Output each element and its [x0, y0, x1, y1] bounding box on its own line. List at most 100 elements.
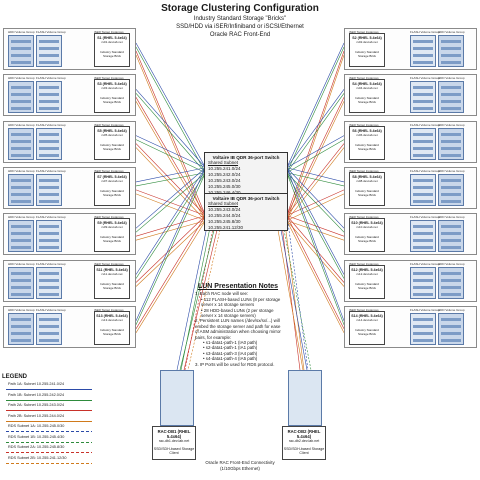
server-host: rs03.dev.lab.net: [101, 86, 123, 91]
disk-slot: [11, 285, 31, 289]
server-host: rs07.dev.lab.net: [101, 178, 123, 183]
switch-ip: 10.255.245.8/30: [208, 219, 241, 224]
disk-slot: [413, 178, 433, 182]
ib-path-line: [287, 135, 345, 168]
disk-slot: [11, 185, 31, 189]
server-host: rs11.dev.lab.net: [101, 271, 123, 276]
disk-slot: [413, 338, 433, 342]
ib-path-line: [135, 173, 205, 233]
server-host: rs08.dev.lab.net: [356, 178, 378, 183]
switch-ip: 10.255.243.0/24: [208, 207, 241, 212]
disk-slot: [39, 132, 59, 136]
disk-slot: [11, 232, 31, 236]
group-label-flash: FLASH Volume Group: [410, 168, 440, 173]
server-role: Industry Standard Storage Brick: [100, 142, 124, 151]
disk-slot: [39, 40, 59, 43]
disk-slot: [413, 331, 433, 335]
disk-slot: [39, 93, 59, 97]
disk-slot: [413, 146, 433, 150]
lun-note: • s4-data1-path-4 (IA5 path): [203, 356, 258, 362]
disk-slot: [39, 324, 59, 328]
ib-path-line: [135, 172, 205, 187]
legend-line-swatch: [6, 441, 92, 443]
group-label-iser: iSER Target Instances: [94, 215, 124, 220]
legend-item: RDS Subnet 1A: 10.255.245.0/30: [2, 424, 94, 435]
server-name: S11 (RHEL 5.4x64): [96, 267, 128, 272]
ib-switch-1: Voltaire IB QDR 36-port Switch Shared Su…: [204, 152, 288, 197]
group-label-flash: FLASH Volume Group: [36, 122, 66, 127]
hdd-volume-group: [8, 127, 34, 160]
server-role: Industry Standard Storage Brick: [355, 281, 379, 290]
rac-path-line: [283, 192, 309, 371]
switch-subnet: Shared Subnet: [208, 201, 239, 206]
ib-path-line: [287, 189, 345, 216]
disk-slot: [11, 324, 31, 328]
lun-presentation-notes: LUN Presentation Notes 1. Each RAC node …: [195, 283, 281, 367]
hdd-volume-group: [8, 81, 34, 114]
disk-slot: [11, 278, 31, 282]
legend-item: Path 1A: Subnet 10.255.241.0/24: [2, 382, 94, 393]
server-host: rs06.dev.lab.net: [356, 132, 378, 137]
legend-label: RDS Subnet 2B: 10.255.241.12/30: [8, 455, 67, 460]
disk-slot: [441, 232, 461, 236]
disk-slot: [441, 107, 461, 111]
disk-slot: [11, 93, 31, 97]
group-label-flash: FLASH Volume Group: [410, 122, 440, 127]
switch-ip: 10.255.244.0/24: [208, 213, 241, 218]
ib-path-line: [135, 46, 205, 171]
disk-slot: [39, 107, 59, 111]
disk-slot: [441, 338, 461, 342]
disk-slot: [413, 239, 433, 243]
ib-path-line: [287, 147, 345, 220]
disk-slot: [39, 100, 59, 104]
disk-slot: [441, 139, 461, 143]
hdd-volume-group: [438, 173, 464, 206]
disk-slot: [413, 185, 433, 189]
disk-slot: [11, 86, 31, 90]
legend-line-swatch: [6, 389, 92, 390]
disk-slot: [441, 285, 461, 289]
flash-volume-group: [36, 35, 62, 67]
server-role: Industry Standard Storage Brick: [100, 96, 124, 105]
switch-name: Voltaire IB QDR 36-port Switch: [212, 155, 280, 160]
diagram-title: Storage Clustering Configuration: [161, 3, 319, 14]
ib-path-line: [135, 168, 205, 229]
ib-path-line: [135, 215, 205, 237]
legend-item: Path 2B: Subnet 10.255.244.0/24: [2, 414, 94, 425]
legend-label: RDS Subnet 1B: 10.255.245.4/30: [8, 434, 65, 439]
server-name: S1 (RHEL 5.4x64): [97, 36, 127, 40]
group-label-hdd: HDD Volume Group: [8, 215, 35, 220]
disk-slot: [413, 232, 433, 236]
ib-path-line: [135, 170, 205, 321]
ib-path-line: [135, 167, 205, 183]
disk-slot: [39, 86, 59, 90]
ib-path-line: [135, 143, 205, 215]
disk-slot: [441, 317, 461, 321]
server-role: Industry Standard Storage Brick: [100, 281, 124, 290]
ib-path-line: [135, 221, 205, 287]
disk-slot: [39, 47, 59, 50]
ib-path-line: [135, 139, 205, 173]
disk-slot: [39, 271, 59, 275]
disk-slot: [441, 54, 461, 57]
switch-ip: 10.255.246.4/30: [208, 190, 284, 196]
group-label-iser: iSER Target Instances: [94, 30, 124, 34]
rac-path-line: [183, 229, 218, 371]
ib-path-line: [135, 217, 205, 329]
legend-item: RDS Subnet 2A: 10.255.245.8/30: [2, 445, 94, 456]
ib-path-line: [287, 170, 345, 321]
rac-node-name: RAC-DB1 (RHEL 5.4x64): [157, 429, 191, 439]
rac-node-1-disk-bay: [160, 370, 194, 426]
switch-ip: 10.255.243.0/24: [208, 178, 241, 183]
disk-slot: [11, 338, 31, 342]
group-label-flash: FLASH Volume Group: [36, 76, 66, 81]
disk-slot: [413, 153, 433, 157]
